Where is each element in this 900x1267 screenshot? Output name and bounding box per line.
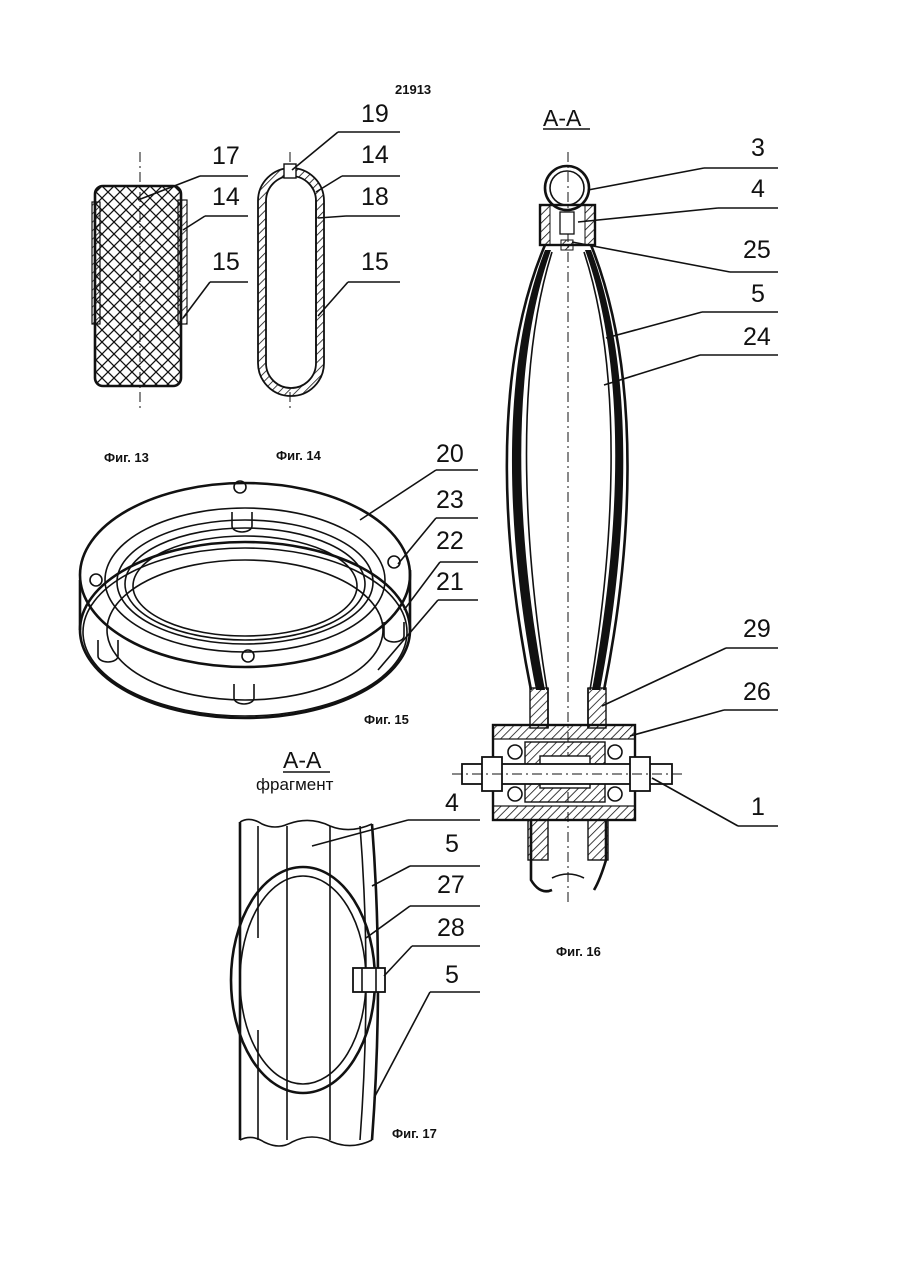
page-number: 21913 bbox=[395, 82, 431, 97]
fig15-label-22: 22 bbox=[436, 527, 464, 555]
fig15-label-20: 20 bbox=[436, 440, 464, 468]
fig15-drawing bbox=[80, 470, 478, 718]
fig17-drawing bbox=[231, 819, 480, 1146]
fig17-section-title: А-А bbox=[283, 747, 322, 773]
fig16-label-29: 29 bbox=[743, 615, 771, 643]
fig16-label-4: 4 bbox=[751, 175, 765, 203]
fig16-section-title: А-А bbox=[543, 105, 582, 131]
fig17-caption: Фиг. 17 bbox=[392, 1126, 437, 1141]
fig13-label-15: 15 bbox=[212, 248, 240, 276]
fig13-label-17: 17 bbox=[212, 142, 240, 170]
fig16-label-26: 26 bbox=[743, 678, 771, 706]
fig14-label-19: 19 bbox=[361, 100, 389, 128]
fig14-label-18: 18 bbox=[361, 183, 389, 211]
fig14-caption: Фиг. 14 bbox=[276, 448, 322, 463]
fig16-label-25: 25 bbox=[743, 236, 771, 264]
fig16-label-3: 3 bbox=[751, 134, 765, 162]
fig16-label-5: 5 bbox=[751, 280, 765, 308]
fig16-caption: Фиг. 16 bbox=[556, 944, 601, 959]
fig13-caption: Фиг. 13 bbox=[104, 450, 149, 465]
fig16-label-24: 24 bbox=[743, 323, 771, 351]
fig17-label-27: 27 bbox=[437, 871, 465, 899]
fig16-drawing bbox=[452, 152, 778, 905]
fig17-label-5b: 5 bbox=[445, 961, 459, 989]
fig17-label-28: 28 bbox=[437, 914, 465, 942]
fig17-label-5: 5 bbox=[445, 830, 459, 858]
fig15-label-21: 21 bbox=[436, 568, 464, 596]
fig15-caption: Фиг. 15 bbox=[364, 712, 409, 727]
fig14-label-15: 15 bbox=[361, 248, 389, 276]
fig14-label-14: 14 bbox=[361, 141, 389, 169]
fig16-label-1: 1 bbox=[751, 793, 765, 821]
fig17-label-4: 4 bbox=[445, 789, 459, 817]
fig17-subtitle: фрагмент bbox=[256, 775, 334, 794]
fig13-label-14: 14 bbox=[212, 183, 240, 211]
fig15-label-23: 23 bbox=[436, 486, 464, 514]
